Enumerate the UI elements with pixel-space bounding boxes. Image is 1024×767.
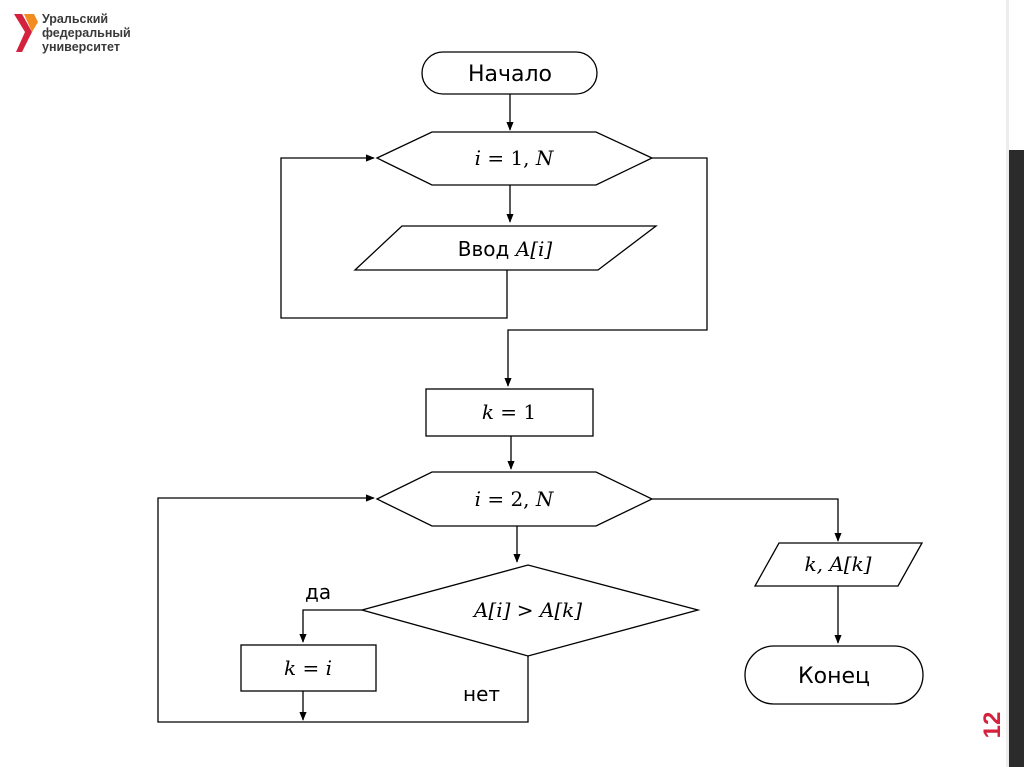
output-parallelogram xyxy=(753,542,924,587)
k-var: k xyxy=(482,400,494,424)
input-label: Ввод A[i] xyxy=(458,237,553,261)
university-name: Уральский федеральный университет xyxy=(42,12,131,54)
assign-k1-box xyxy=(425,388,594,437)
loop1-back-edge xyxy=(280,154,508,319)
start-label: Начало xyxy=(468,62,552,87)
input-index: [i] xyxy=(530,237,552,261)
yes-label: да xyxy=(305,580,331,604)
loop1-n: N xyxy=(535,146,555,170)
flowchart: Начало i = 1, N Ввод A[i] k = 1 i = 2, N… xyxy=(157,51,924,723)
input-parallelogram xyxy=(353,225,658,271)
loop2-var: i xyxy=(475,487,481,511)
loop2-n: N xyxy=(535,487,555,511)
university-logo-icon xyxy=(14,14,38,52)
side-bar xyxy=(1009,150,1024,767)
loop2-exit-edge xyxy=(652,498,842,542)
no-branch-edge xyxy=(157,494,529,723)
input-word: Ввод xyxy=(458,237,516,261)
assign-ki-box xyxy=(240,644,377,692)
assign-k1-label: k = 1 xyxy=(482,400,536,424)
loop2-label: i = 2, N xyxy=(475,487,555,511)
loop1-var: i xyxy=(475,146,481,170)
loop1-exit-edge xyxy=(504,157,708,387)
output-label: k, A[k] xyxy=(804,552,871,576)
slide-edge xyxy=(1006,0,1009,767)
logo-line-3: университет xyxy=(42,40,120,54)
k-init: = 1 xyxy=(494,400,536,424)
end-terminator xyxy=(744,645,924,705)
yes-branch-edge xyxy=(299,609,362,643)
condition-label: A[i] > A[k] xyxy=(472,598,582,622)
loop1-range: = 1, xyxy=(481,146,536,170)
condition-diamond xyxy=(359,564,701,657)
loop2-range: = 2, xyxy=(481,487,536,511)
logo-line-2: федеральный xyxy=(42,26,131,40)
logo-line-1: Уральский xyxy=(42,12,109,26)
no-label: нет xyxy=(463,682,500,706)
end-label: Конец xyxy=(798,664,870,689)
loop1-label: i = 1, N xyxy=(475,146,555,170)
input-array: A xyxy=(514,237,530,261)
assign-ki-label: k = i xyxy=(284,656,332,680)
